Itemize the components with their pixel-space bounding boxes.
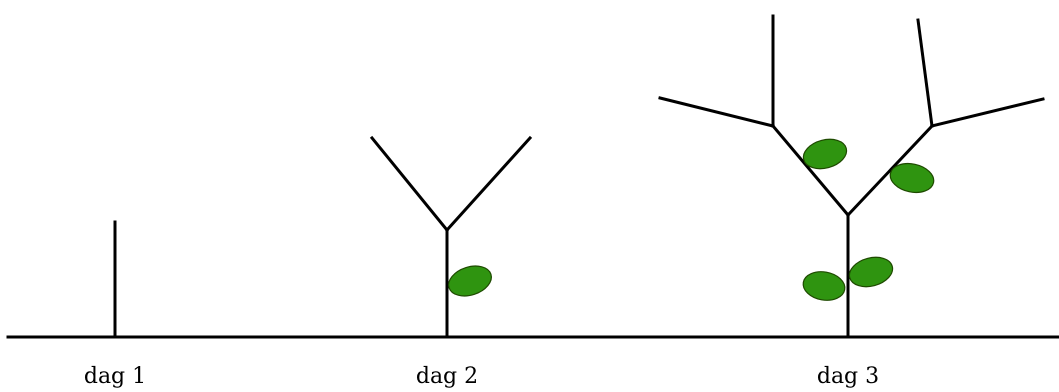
leaf bbox=[802, 271, 846, 301]
day-1-label: dag 1 bbox=[83, 364, 147, 389]
branch-right bbox=[444, 135, 533, 233]
branch-left-out bbox=[658, 96, 775, 128]
branch-left bbox=[770, 123, 851, 218]
branch-right-out bbox=[930, 97, 1045, 128]
branch-left bbox=[369, 135, 450, 233]
plant-day-2 bbox=[369, 135, 533, 339]
day-3-label: dag 3 bbox=[816, 364, 880, 389]
branch-right-up bbox=[916, 18, 934, 128]
branch-right bbox=[845, 123, 935, 218]
leaf bbox=[802, 138, 848, 170]
plant-day-3 bbox=[658, 14, 1045, 339]
leaf bbox=[889, 162, 935, 194]
leaf bbox=[448, 265, 492, 297]
day-2-label: dag 2 bbox=[415, 364, 479, 389]
leaf bbox=[848, 256, 894, 288]
